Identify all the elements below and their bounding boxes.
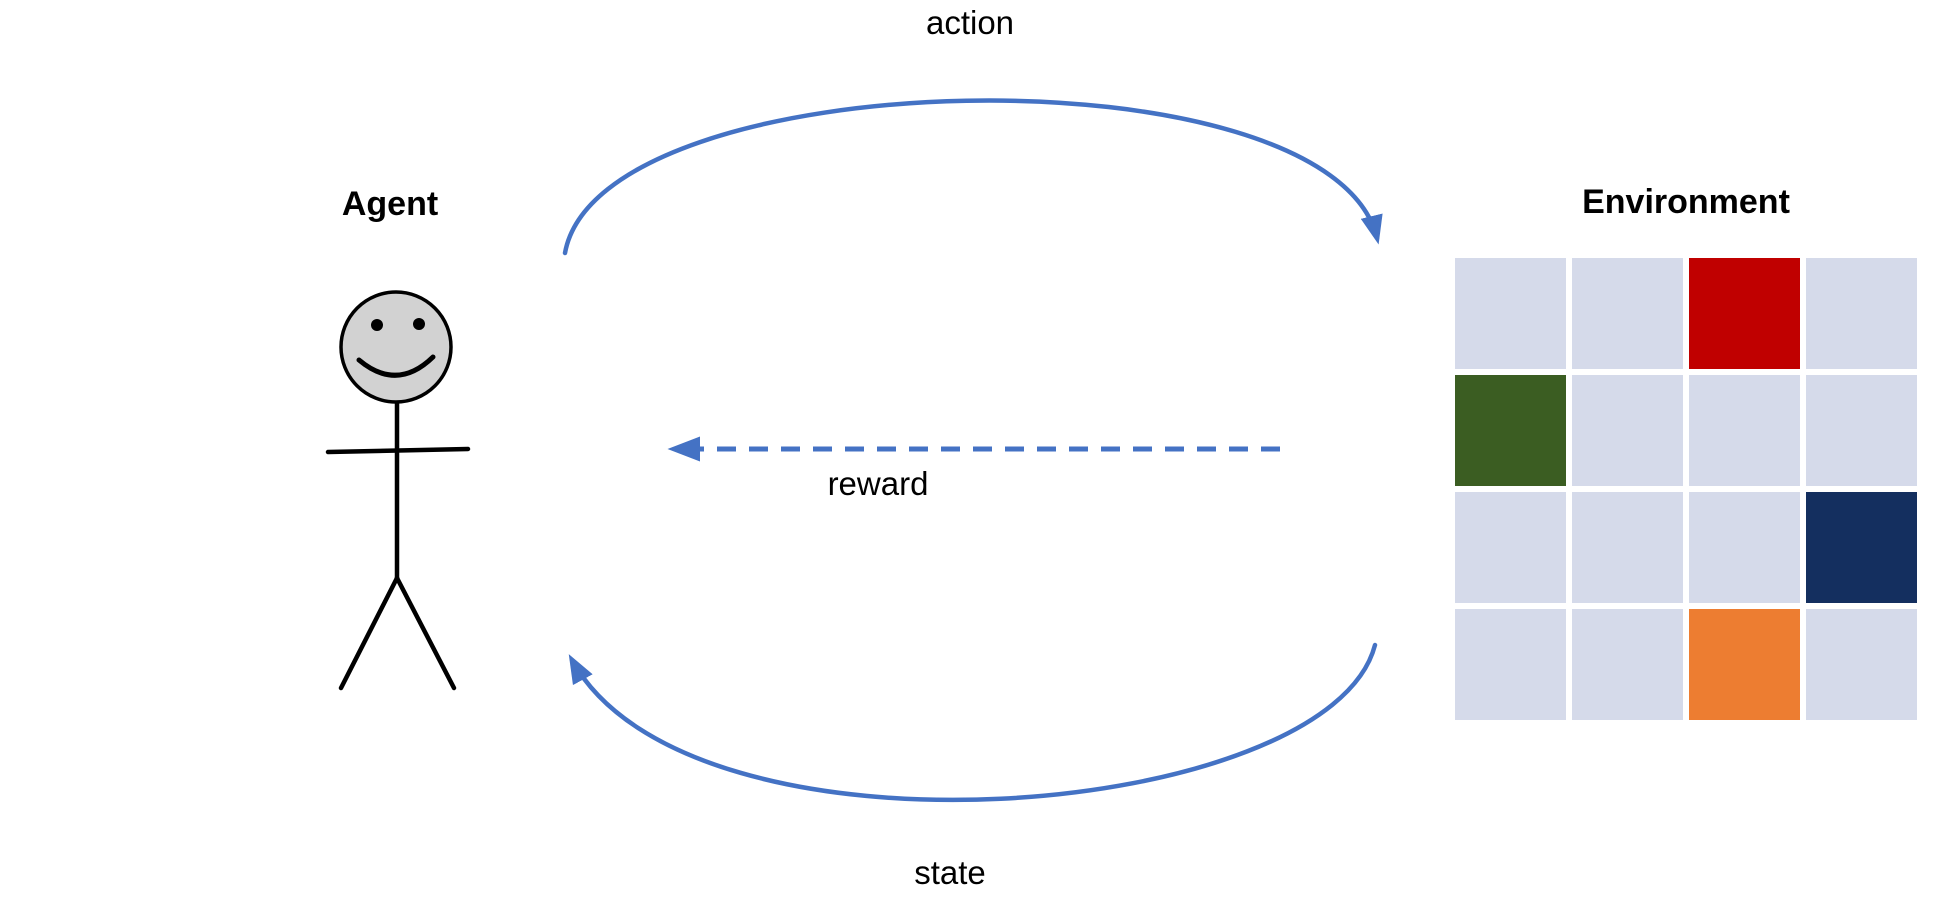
smile-icon <box>356 354 436 378</box>
environment-grid <box>1455 258 1917 720</box>
state-arrow <box>568 642 1378 803</box>
reward-label: reward <box>827 465 929 502</box>
grid-cell-light <box>1455 258 1566 369</box>
agent-label: Agent <box>341 185 439 223</box>
grid-cell-orange <box>1689 609 1800 720</box>
grid-cell-light <box>1455 492 1566 603</box>
grid-cell-light <box>1689 375 1800 486</box>
agent-figure <box>325 290 471 691</box>
grid-cell-light <box>1572 375 1683 486</box>
grid-cell-red <box>1689 258 1800 369</box>
state-label: state <box>914 854 986 891</box>
grid-cell-light <box>1806 258 1917 369</box>
grid-cell-light <box>1572 492 1683 603</box>
figure-arms <box>325 446 471 455</box>
action-arrow <box>562 98 1383 256</box>
figure-left-leg <box>338 575 400 691</box>
grid-cell-light <box>1572 609 1683 720</box>
right-eye-icon <box>413 318 425 330</box>
figure-right-leg <box>394 575 457 691</box>
grid-cell-navy <box>1806 492 1917 603</box>
action-label: action <box>925 4 1015 41</box>
grid-cell-light <box>1572 258 1683 369</box>
grid-cell-light <box>1806 609 1917 720</box>
grid-cell-light <box>1806 375 1917 486</box>
left-eye-icon <box>371 319 383 331</box>
environment-label: Environment <box>1582 183 1790 221</box>
grid-cell-light <box>1455 609 1566 720</box>
smiley-face-icon <box>339 290 453 404</box>
grid-cell-green <box>1455 375 1566 486</box>
grid-cell-light <box>1689 492 1800 603</box>
